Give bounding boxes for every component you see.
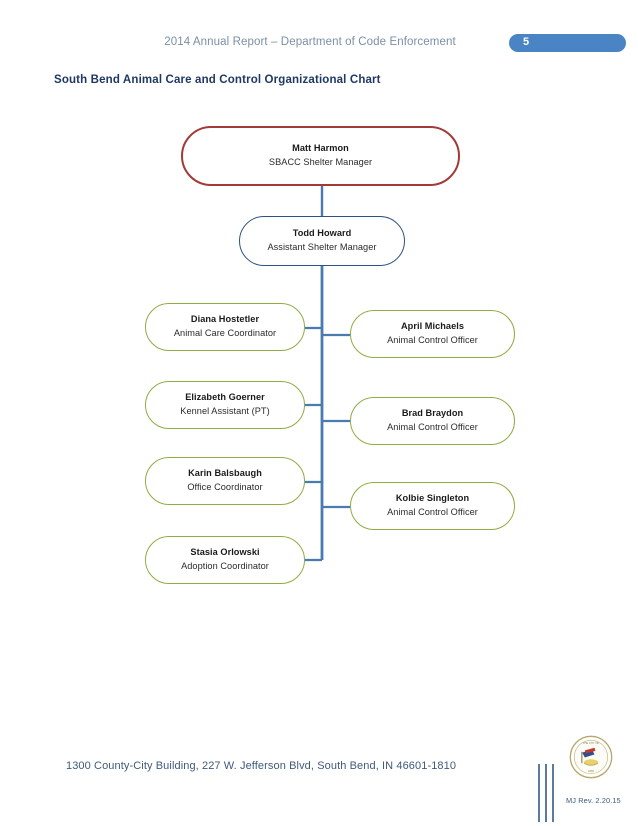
org-node-title: Assistant Shelter Manager (267, 241, 377, 252)
header-report-title: 2014 Annual Report – Department of Code … (164, 36, 456, 48)
org-node-title: SBACC Shelter Manager (268, 156, 373, 167)
org-node-name: Elizabeth Goerner (185, 392, 265, 403)
org-node-left-1[interactable]: Diana Hostetler Animal Care Coordinator (145, 303, 305, 351)
city-seal-icon: THE CITY OF 1865 (569, 735, 613, 779)
org-node-name: Stasia Orlowski (190, 547, 260, 558)
page-title: South Bend Animal Care and Control Organ… (54, 74, 381, 86)
org-node-left-4[interactable]: Stasia Orlowski Adoption Coordinator (145, 536, 305, 584)
footer-decorative-bars (538, 764, 560, 822)
org-node-name: Brad Braydon (401, 408, 464, 419)
page-number-value: 5 (523, 36, 530, 48)
org-node-root[interactable]: Matt Harmon SBACC Shelter Manager (181, 126, 460, 186)
org-node-title: Animal Care Coordinator (173, 327, 277, 338)
org-node-name: April Michaels (401, 321, 464, 332)
org-node-name: Diana Hostetler (190, 314, 260, 325)
svg-text:1865: 1865 (588, 769, 594, 773)
org-node-title: Animal Control Officer (387, 506, 478, 517)
page-number-badge: 5 (509, 34, 626, 52)
svg-text:THE CITY OF: THE CITY OF (583, 741, 600, 745)
org-node-name: Karin Balsbaugh (188, 468, 262, 479)
org-node-title: Kennel Assistant (PT) (180, 405, 270, 416)
org-node-title: Office Coordinator (187, 481, 263, 492)
org-node-assistant-manager[interactable]: Todd Howard Assistant Shelter Manager (239, 216, 405, 266)
org-node-right-1[interactable]: April Michaels Animal Control Officer (350, 310, 515, 358)
org-node-right-3[interactable]: Kolbie Singleton Animal Control Officer (350, 482, 515, 530)
org-node-title: Animal Control Officer (387, 421, 478, 432)
org-node-title: Adoption Coordinator (181, 560, 269, 571)
footer-revision-text: MJ Rev. 2.20.15 (566, 796, 621, 805)
footer-address: 1300 County-City Building, 227 W. Jeffer… (66, 760, 457, 772)
org-node-name: Kolbie Singleton (395, 493, 470, 504)
org-node-left-2[interactable]: Elizabeth Goerner Kennel Assistant (PT) (145, 381, 305, 429)
org-node-left-3[interactable]: Karin Balsbaugh Office Coordinator (145, 457, 305, 505)
org-node-right-2[interactable]: Brad Braydon Animal Control Officer (350, 397, 515, 445)
org-node-name: Matt Harmon (292, 143, 349, 154)
page-header: 2014 Annual Report – Department of Code … (0, 0, 638, 62)
org-node-title: Animal Control Officer (387, 334, 478, 345)
org-node-name: Todd Howard (292, 228, 352, 239)
